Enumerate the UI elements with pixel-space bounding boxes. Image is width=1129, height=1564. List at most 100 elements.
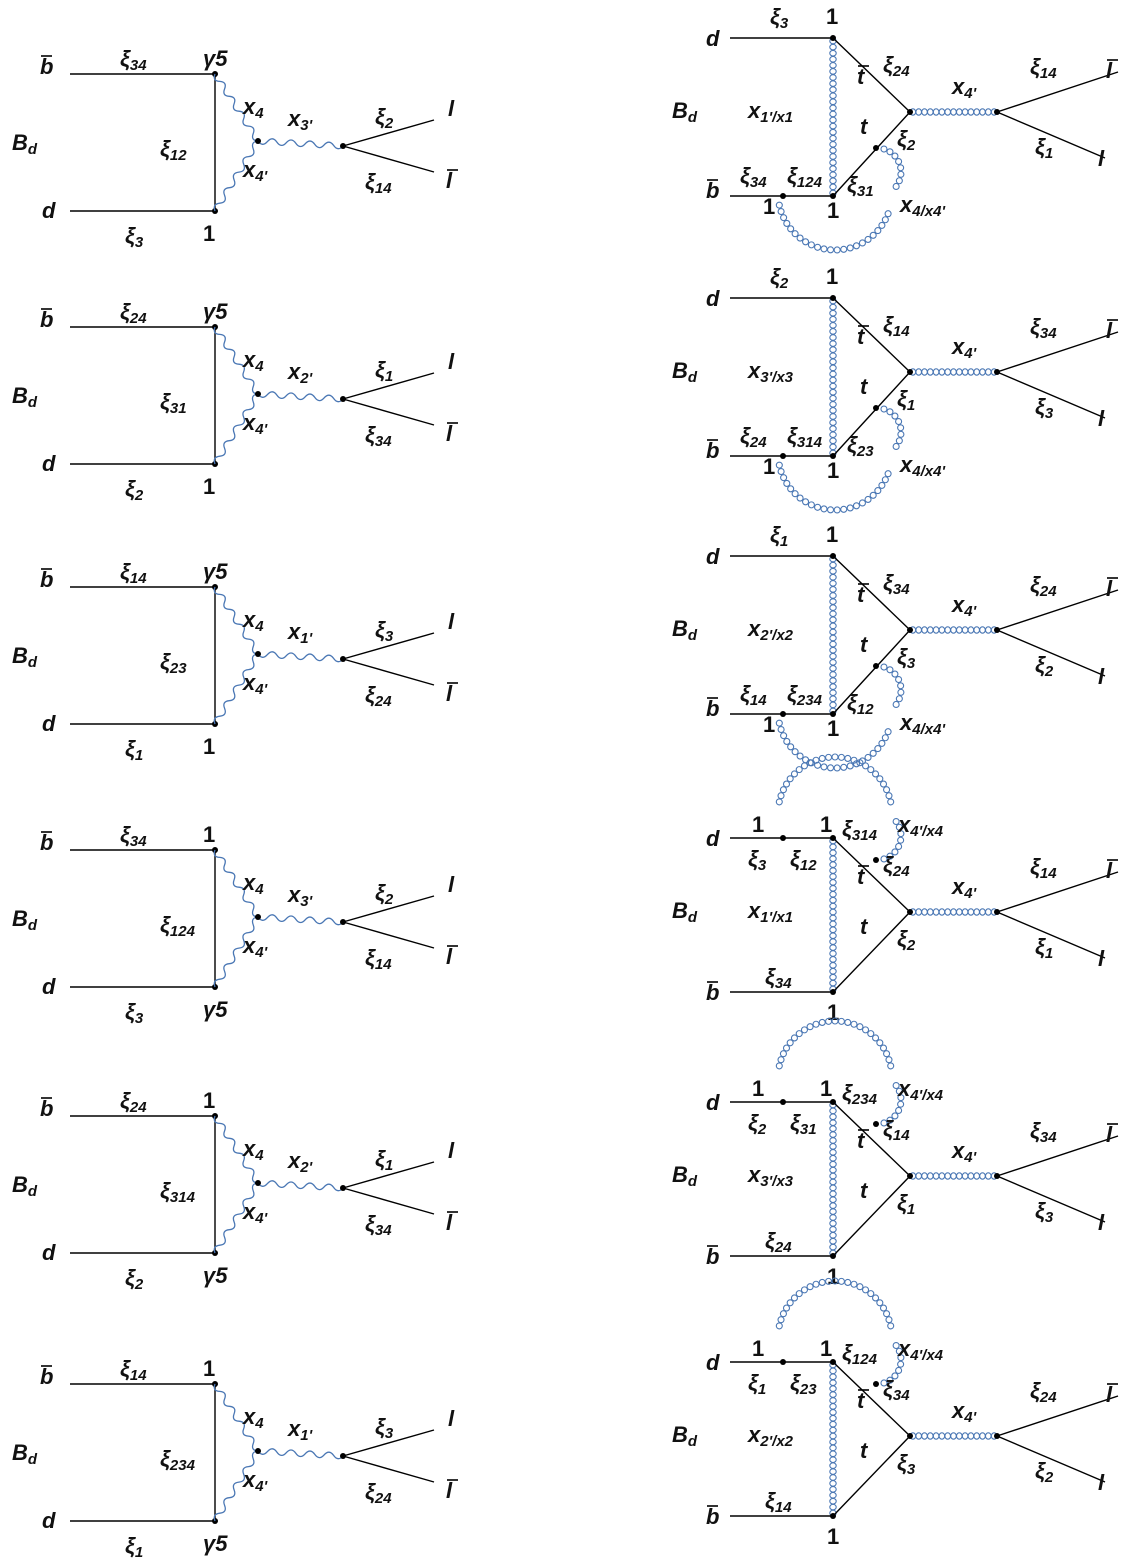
gluon-coil: [829, 80, 837, 87]
lepton-top-label-text: ξ: [375, 617, 386, 642]
gluon-coil: [829, 567, 837, 575]
gluon-coil: [791, 748, 799, 756]
d-label-text: d: [706, 1090, 720, 1115]
gluon-coil: [950, 368, 957, 376]
bottom-vertex-label: γ5: [203, 1263, 228, 1288]
gluon-coil: [829, 1196, 837, 1204]
gluon-coil: [782, 780, 791, 788]
gluon-coil: [796, 752, 804, 760]
bottom-vertex-label-text: 1: [827, 1524, 839, 1549]
bottom-vertex-label-text: 1: [827, 1264, 839, 1289]
gluon-coil: [829, 419, 837, 426]
loop-gluon-right: [880, 145, 905, 191]
x4-boson-line: [213, 586, 259, 655]
mediator-label: x1': [287, 619, 313, 647]
gluon-coil: [967, 626, 975, 634]
x4prime-boson-line: [213, 653, 259, 725]
gluon-coil: [782, 1304, 791, 1312]
lepton-top-label-text: ξ: [375, 880, 386, 905]
side-label: ξ31: [847, 172, 874, 200]
vertex: [907, 369, 913, 375]
inner-label: ξ31: [790, 1110, 817, 1138]
meson-label-text: B: [672, 358, 688, 383]
lepton-top-label: ξ2: [375, 880, 394, 908]
gluon-coil: [829, 147, 837, 154]
lepton-label: l: [1098, 946, 1105, 971]
d-quark-label: ξ1: [748, 1370, 766, 1398]
loop-gluon-arc: [775, 719, 892, 772]
inner-label-subscript: 31: [800, 1121, 817, 1138]
gluon-coil: [775, 201, 783, 209]
bottom-vertex-label: 1: [203, 221, 215, 246]
gluon-coil: [874, 745, 882, 753]
antilepton-label-text: l: [1106, 576, 1113, 601]
lepton-top-label-subscript: 14: [1040, 65, 1057, 82]
gluon-coil: [829, 1119, 837, 1127]
lepton-bottom-label-text: ξ: [365, 1211, 376, 1236]
lepton-line: [996, 111, 1106, 159]
x4prime-boson-line: [213, 1182, 259, 1254]
d-quark-label-text: ξ: [748, 846, 759, 871]
gluon-coil: [872, 1294, 880, 1302]
gluon-coil: [878, 739, 886, 747]
bottom-quark-label-text: ξ: [765, 1488, 776, 1513]
gluon-coil: [856, 759, 864, 767]
bottom-quark-label-text: ξ: [765, 1228, 776, 1253]
gluon-coil: [837, 1017, 845, 1025]
meson-label-subscript: d: [28, 1451, 38, 1468]
antilepton-line: [996, 871, 1119, 913]
mediator-label-text: x: [287, 106, 301, 131]
mediator-label-text: x: [951, 874, 965, 899]
side-label-subscript: 23: [856, 443, 874, 460]
anti-top-label-text: t: [857, 1128, 866, 1153]
antilepton-label: l: [1106, 1382, 1113, 1407]
lepton-top-label-subscript: 2: [384, 115, 394, 132]
propagator-label: ξ234: [160, 1446, 196, 1474]
top-line: [832, 629, 911, 715]
anti-top-coupling-label-text: ξ: [883, 1376, 894, 1401]
loop-gluon-arc: [775, 461, 892, 514]
top-label: t: [860, 114, 869, 139]
x4prime-boson-line: [213, 140, 259, 212]
antilepton-label: l: [446, 1210, 453, 1235]
gluon-coil: [829, 896, 837, 904]
lepton-line: [996, 1435, 1106, 1483]
loop-boson-label-text: x: [897, 1336, 911, 1361]
gluon-coil: [884, 210, 892, 218]
gluon-coil: [886, 1376, 894, 1384]
gluon-coil: [874, 487, 882, 495]
bbar-label-text: b: [40, 1364, 53, 1389]
vertex: [780, 835, 786, 841]
anti-top-coupling-label: ξ34: [883, 1376, 910, 1404]
mediator-boson-line: [257, 651, 344, 663]
exchange-gluon-line: [829, 1361, 837, 1517]
top-label: t: [860, 1178, 869, 1203]
gluon-coil: [829, 586, 837, 593]
gluon-coil: [829, 153, 837, 160]
top-label: t: [860, 914, 869, 939]
gluon-coil: [891, 412, 899, 420]
gluon-coil: [777, 467, 785, 476]
gluon-coil: [829, 352, 837, 360]
gluon-coil: [944, 1432, 952, 1440]
x4prime-label-text: x: [242, 157, 256, 182]
gluon-coil: [915, 908, 923, 916]
lepton-top-label: ξ24: [1030, 1378, 1057, 1406]
top-coupling-label: ξ1: [897, 386, 915, 414]
top-label-text: t: [860, 114, 869, 139]
gluon-coil: [944, 368, 952, 376]
gluon-coil: [829, 1503, 837, 1511]
gluon-coil: [944, 908, 952, 916]
vertex: [255, 1180, 261, 1186]
gluon-coil: [867, 1290, 875, 1298]
side-label-subscript: 12: [857, 701, 874, 718]
antilepton-label: l: [1106, 858, 1113, 883]
gluon-coil: [979, 908, 986, 916]
gluon-coil: [829, 1154, 837, 1162]
gluon-coil: [921, 368, 928, 376]
bbar-label: b: [40, 567, 53, 592]
gluon-coil: [829, 640, 837, 648]
